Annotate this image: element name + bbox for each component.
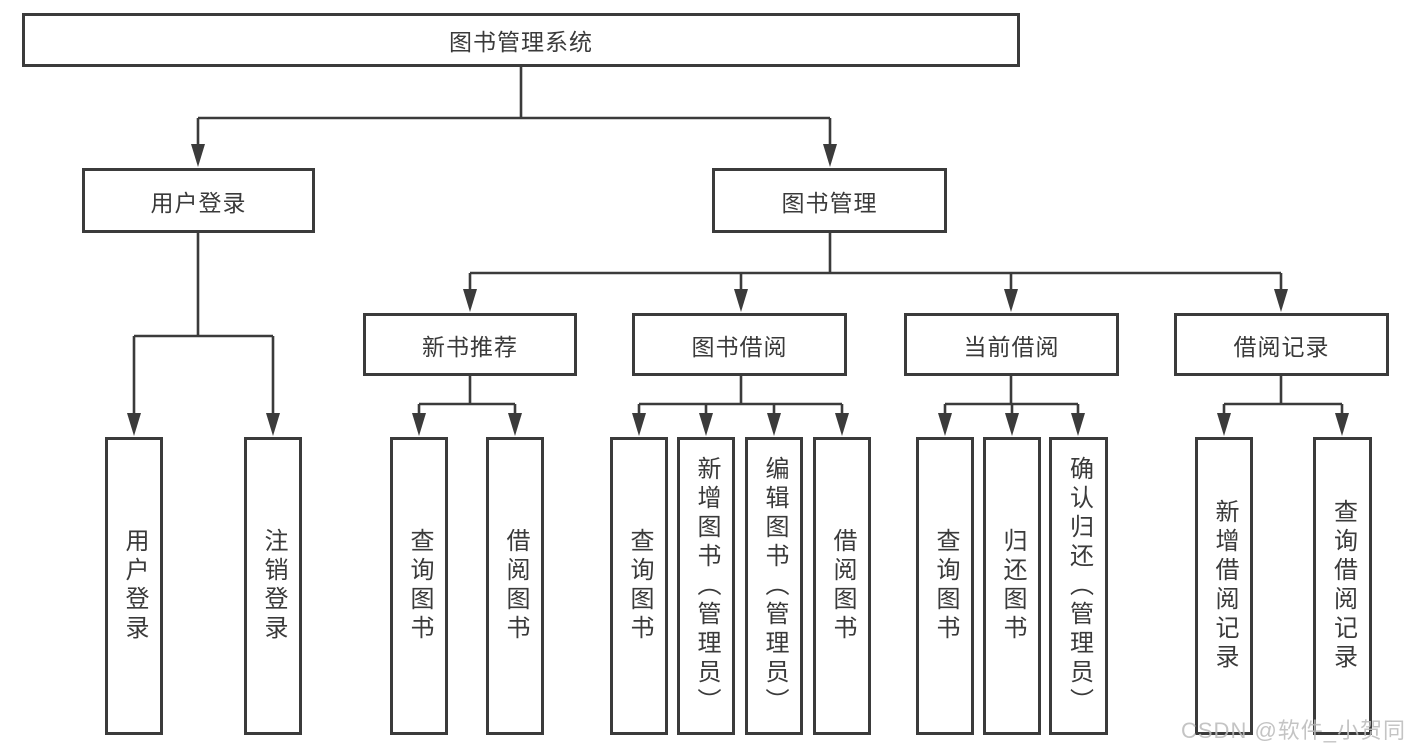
leaf-query-borrow-record: 查询借阅记录 xyxy=(1313,437,1372,735)
csdn-watermark: CSDN @软件_小贺同学 xyxy=(1181,718,1405,743)
node-root: 图书管理系统 xyxy=(22,13,1020,67)
leaf-confirm-return-admin: 确认归还（管理员） xyxy=(1049,437,1108,735)
leaf-add-books-admin: 新增图书（管理员） xyxy=(677,437,735,735)
leaf-user-login: 用户登录 xyxy=(105,437,163,735)
leaf-recommend-borrow-books: 借阅图书 xyxy=(486,437,544,735)
node-current-borrow: 当前借阅 xyxy=(904,313,1119,376)
node-new-book-recommend: 新书推荐 xyxy=(363,313,577,376)
node-book-borrow: 图书借阅 xyxy=(632,313,847,376)
node-borrow-records: 借阅记录 xyxy=(1174,313,1389,376)
node-user-login: 用户登录 xyxy=(82,168,315,233)
leaf-recommend-query-books: 查询图书 xyxy=(390,437,448,735)
node-book-management: 图书管理 xyxy=(712,168,947,233)
leaf-add-borrow-record: 新增借阅记录 xyxy=(1195,437,1253,735)
leaf-edit-books-admin: 编辑图书（管理员） xyxy=(745,437,803,735)
leaf-current-query-books: 查询图书 xyxy=(916,437,974,735)
leaf-borrow-books: 借阅图书 xyxy=(813,437,871,735)
leaf-logout: 注销登录 xyxy=(244,437,302,735)
leaf-borrow-query-books: 查询图书 xyxy=(610,437,668,735)
leaf-return-books: 归还图书 xyxy=(983,437,1041,735)
